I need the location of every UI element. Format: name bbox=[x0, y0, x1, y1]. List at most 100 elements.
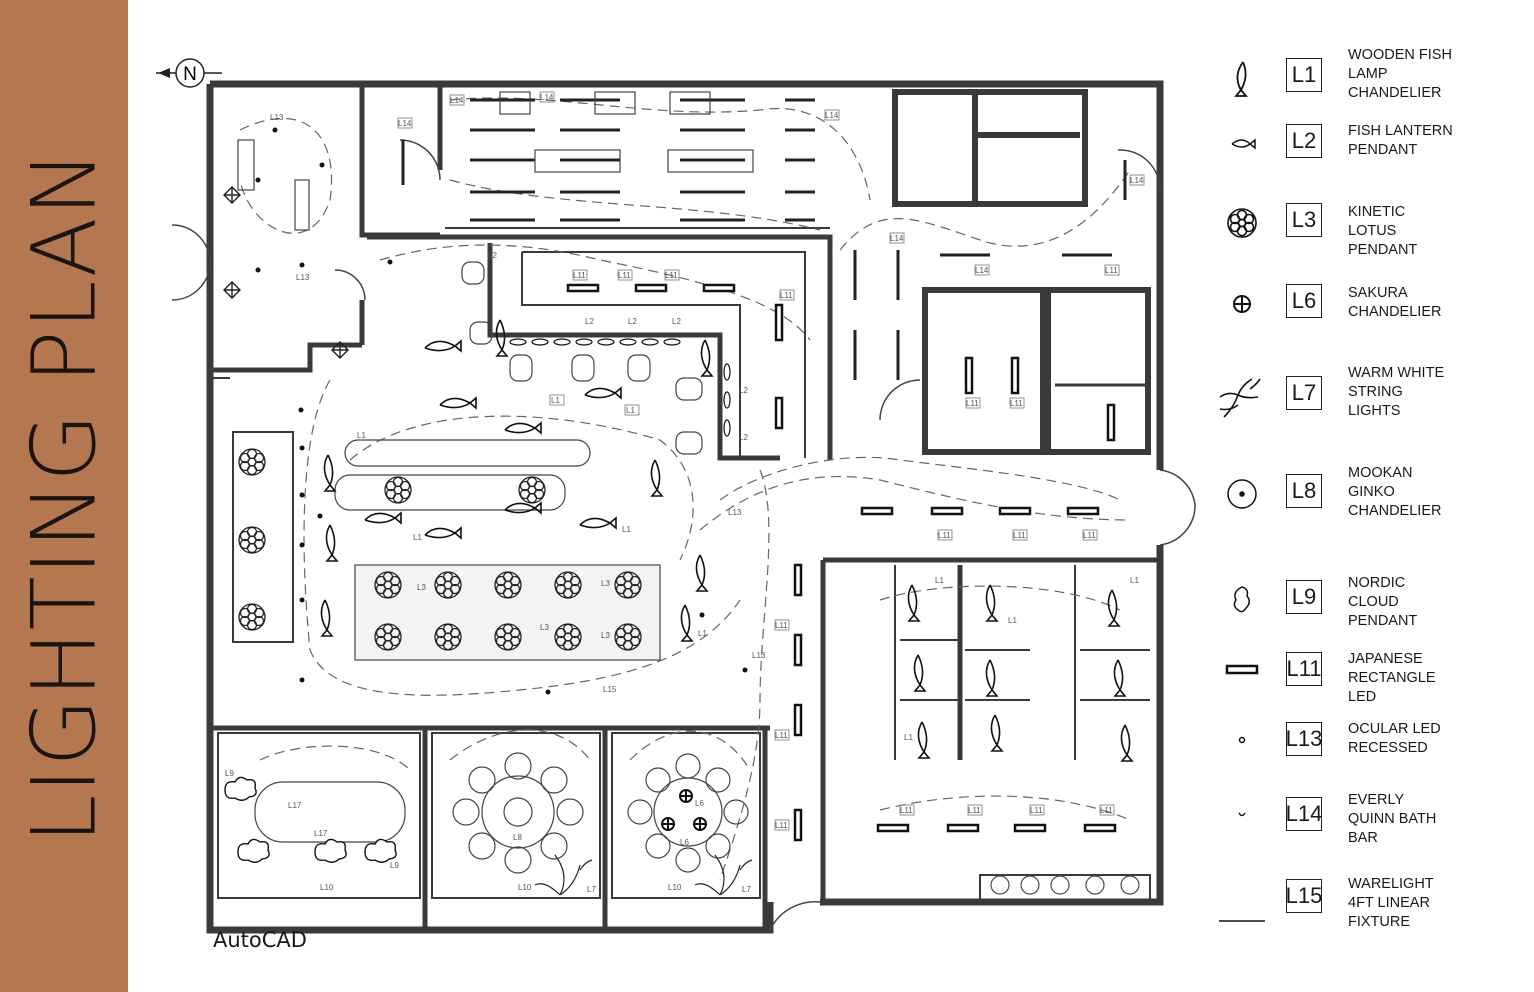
round-table-chairs bbox=[452, 752, 749, 874]
rectangle-led-fixtures bbox=[566, 283, 1117, 842]
lotus-icon bbox=[238, 603, 266, 631]
legend-desc: WARM WHITE STRING LIGHTS bbox=[1348, 365, 1445, 419]
lotus-array bbox=[238, 448, 642, 651]
svg-text:L10: L10 bbox=[320, 883, 334, 892]
svg-text:L11: L11 bbox=[780, 291, 793, 300]
outer-walls bbox=[206, 80, 1164, 934]
svg-text:L2: L2 bbox=[628, 317, 637, 326]
legend: L1 WOODEN FISH LAMP CHANDELIER L2 FISH L… bbox=[1200, 40, 1530, 960]
ocular-led-dots bbox=[255, 127, 748, 695]
sakura-chandeliers bbox=[661, 789, 707, 831]
svg-text:L14: L14 bbox=[450, 96, 464, 105]
north-arrow: N bbox=[156, 58, 222, 88]
svg-text:L11: L11 bbox=[1100, 806, 1113, 815]
inner-walls bbox=[210, 84, 1160, 930]
legend-desc: OCULAR LED RECESSED bbox=[1348, 721, 1441, 756]
svg-text:L17: L17 bbox=[288, 801, 302, 810]
software-caption: AutoCAD bbox=[213, 928, 307, 952]
lotus-icon bbox=[518, 476, 546, 504]
svg-text:L11: L11 bbox=[938, 531, 951, 540]
lotus-icon bbox=[614, 571, 642, 599]
lotus-icon bbox=[384, 476, 412, 504]
cloud-icon bbox=[1214, 580, 1270, 620]
legend-desc: EVERLY QUINN BATH BAR bbox=[1348, 792, 1437, 846]
lotus-icon bbox=[554, 571, 582, 599]
kitchen-bars bbox=[401, 98, 1127, 380]
svg-text:L7: L7 bbox=[742, 885, 751, 894]
svg-text:L11: L11 bbox=[775, 731, 788, 740]
lotus-icon bbox=[614, 623, 642, 651]
svg-text:L15: L15 bbox=[603, 685, 617, 694]
legend-code: L1 bbox=[1286, 58, 1322, 92]
svg-text:L11: L11 bbox=[968, 806, 981, 815]
svg-text:L10: L10 bbox=[518, 883, 532, 892]
legend-code: L11 bbox=[1286, 652, 1322, 686]
svg-text:L14: L14 bbox=[1130, 176, 1144, 185]
svg-text:L11: L11 bbox=[900, 806, 913, 815]
svg-text:L1: L1 bbox=[698, 629, 707, 638]
svg-text:L11: L11 bbox=[618, 271, 631, 280]
svg-text:L13: L13 bbox=[296, 273, 310, 282]
furniture bbox=[237, 139, 1140, 895]
legend-code: L3 bbox=[1286, 203, 1322, 237]
lotus-icon bbox=[434, 623, 462, 651]
svg-text:L1: L1 bbox=[622, 525, 631, 534]
svg-text:L11: L11 bbox=[775, 821, 788, 830]
bath-bar-icon bbox=[1214, 795, 1270, 835]
lotus-icon bbox=[374, 571, 402, 599]
lotus-icon bbox=[554, 623, 582, 651]
svg-text:L13: L13 bbox=[752, 651, 766, 660]
svg-text:L1: L1 bbox=[904, 733, 913, 742]
fish-icon bbox=[1214, 58, 1270, 98]
svg-text:L1: L1 bbox=[357, 431, 366, 440]
lotus-icon bbox=[494, 623, 522, 651]
legend-desc: WOODEN FISH LAMP CHANDELIER bbox=[1348, 47, 1452, 101]
legend-desc: JAPANESE RECTANGLE LED bbox=[1348, 651, 1436, 705]
fish-lantern-icon bbox=[1214, 124, 1270, 164]
fish-lamps bbox=[320, 319, 1134, 762]
svg-text:L11: L11 bbox=[1105, 266, 1118, 275]
svg-text:L2: L2 bbox=[585, 317, 594, 326]
legend-desc: FISH LANTERN PENDANT bbox=[1348, 123, 1453, 158]
plan-fixture-labels bbox=[397, 91, 1145, 831]
svg-text:L9: L9 bbox=[390, 861, 399, 870]
legend-desc: KINETIC LOTUS PENDANT bbox=[1348, 204, 1418, 258]
svg-text:L11: L11 bbox=[775, 621, 788, 630]
legend-code: L14 bbox=[1286, 797, 1322, 831]
svg-text:L11: L11 bbox=[1010, 399, 1023, 408]
lotus-icon bbox=[238, 526, 266, 554]
svg-text:L3: L3 bbox=[601, 631, 610, 640]
svg-text:L3: L3 bbox=[601, 579, 610, 588]
legend-code: L15 bbox=[1286, 879, 1322, 913]
svg-text:L9: L9 bbox=[225, 769, 234, 778]
svg-text:L14: L14 bbox=[825, 111, 839, 120]
plan-fixture-codes: L1 L1 L11 L11 L11 L11 L11 L11 L11 L11 L1… bbox=[225, 93, 1144, 894]
cloud-pendants bbox=[224, 776, 397, 863]
svg-text:L8: L8 bbox=[513, 833, 522, 842]
linear-line-icon bbox=[1214, 901, 1270, 941]
fish-lantern-row bbox=[509, 338, 731, 437]
small-dot-icon bbox=[1214, 720, 1270, 760]
svg-text:L11: L11 bbox=[966, 399, 979, 408]
doors bbox=[171, 139, 1196, 931]
svg-text:L3: L3 bbox=[417, 583, 426, 592]
legend-desc: WARELIGHT 4FT LINEAR FIXTURE bbox=[1348, 876, 1434, 930]
floor-plan: N bbox=[156, 58, 1196, 934]
branch-icon bbox=[1214, 376, 1270, 418]
lotus-icon bbox=[1214, 203, 1270, 243]
svg-text:L2: L2 bbox=[488, 251, 497, 260]
legend-code: L7 bbox=[1286, 376, 1322, 410]
legend-desc: SAKURA CHANDELIER bbox=[1348, 285, 1442, 320]
svg-text:L11: L11 bbox=[1013, 531, 1026, 540]
legend-code: L6 bbox=[1286, 284, 1322, 318]
svg-text:L14: L14 bbox=[975, 266, 989, 275]
ring-dot-icon bbox=[1214, 474, 1270, 514]
legend-code: L13 bbox=[1286, 722, 1322, 756]
north-label: N bbox=[183, 64, 197, 85]
crosshair-circle-icon bbox=[1214, 284, 1270, 324]
dashed-circuits bbox=[239, 97, 1131, 881]
lotus-icon bbox=[238, 448, 266, 476]
svg-text:L2: L2 bbox=[739, 386, 748, 395]
lotus-icon bbox=[434, 571, 462, 599]
svg-text:L13: L13 bbox=[270, 113, 284, 122]
